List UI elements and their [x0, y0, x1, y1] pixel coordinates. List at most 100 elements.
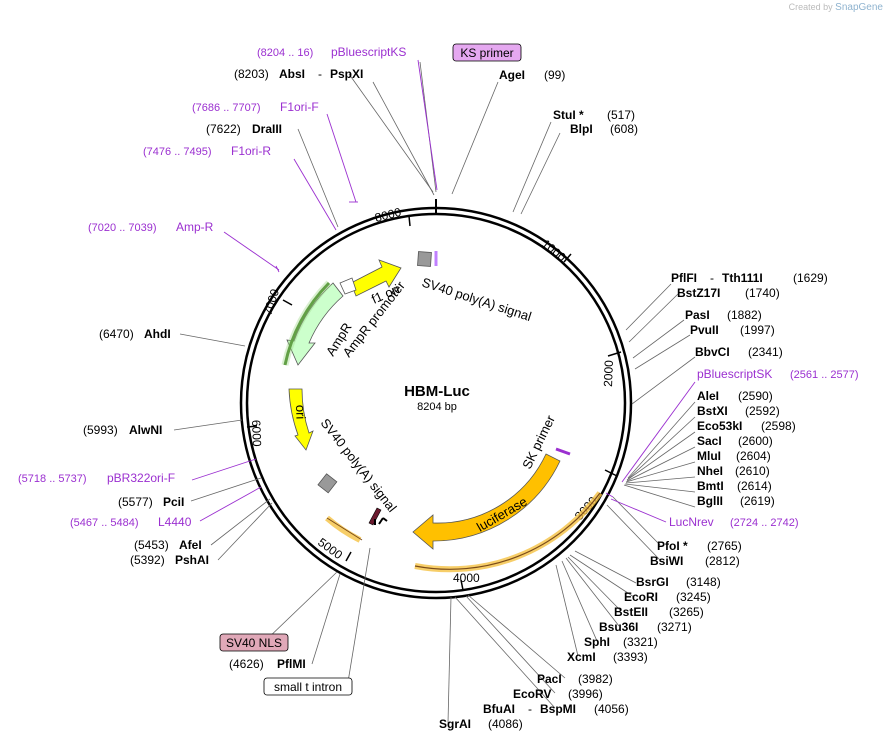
site-AleI-pos: (2590) — [738, 389, 773, 403]
luciferase-arrow — [412, 453, 561, 550]
site-PvuII: PvuII — [690, 323, 719, 337]
primer-pBluescriptKS: pBluescriptKS — [331, 45, 406, 59]
site-BsiWI: BsiWI — [650, 554, 683, 568]
backbone — [239, 199, 633, 600]
site-EcoRI-pos: (3245) — [676, 590, 711, 604]
pflmi-mark — [374, 517, 388, 525]
primer-leader-lines — [191, 59, 696, 523]
site-BstZ17I: BstZ17I — [677, 286, 720, 300]
site-EcoRI: EcoRI — [624, 590, 658, 604]
sv40-nls-outer-line — [326, 517, 363, 541]
leader-lines — [173, 61, 696, 724]
primer-L4440: L4440 — [158, 515, 192, 529]
primer-labels: (8204 .. 16) pBluescriptKS (7686 .. 7707… — [18, 45, 859, 529]
f1-ori-arrow — [350, 259, 402, 297]
site-PasI-pos: (1882) — [727, 308, 762, 322]
label-ori: ori — [293, 405, 308, 420]
ori-arrow — [288, 388, 314, 451]
site-PshAI: PshAI — [175, 553, 209, 567]
label-sv40-polya-2: SV40 poly(A) signal — [318, 416, 400, 515]
sv40-nls-label: SV40 NLS — [226, 636, 282, 650]
site-AhdI-pos: (6470) — [99, 327, 134, 341]
site-Eco53kI: Eco53kI — [697, 419, 742, 433]
tick-label-2000: 2000 — [601, 360, 616, 387]
site-XcmI-pos: (3393) — [613, 650, 648, 664]
primer-pBluescriptKS-range: (8204 .. 16) — [257, 47, 313, 59]
site-PciI: PciI — [163, 495, 184, 509]
site-MluI: MluI — [697, 449, 721, 463]
site-BsrGI: BsrGI — [636, 575, 669, 589]
site-XcmI: XcmI — [567, 650, 596, 664]
site-StuI-pos: (517) — [607, 108, 635, 122]
tick-label-6000: 6000 — [249, 420, 264, 447]
site-PshAI-pos: (5392) — [130, 553, 165, 567]
site-BsiWI-pos: (2812) — [705, 554, 740, 568]
site-PflMI-pos: (4626) — [229, 657, 264, 671]
site-PspXI: PspXI — [330, 67, 363, 81]
site-BfuAI-pos: (4056) — [594, 702, 629, 716]
site-MluI-pos: (2604) — [736, 449, 771, 463]
site-AgeI-pos: (99) — [544, 68, 565, 82]
site-BlpI-pos: (608) — [610, 122, 638, 136]
small-t-intron-box — [263, 677, 353, 696]
plasmid-size: 8204 bp — [417, 401, 457, 413]
site-SphI-pos: (3321) — [623, 635, 658, 649]
primer-pBR322ori-F-range: (5718 .. 5737) — [18, 473, 87, 485]
site-BsrGI-pos: (3148) — [686, 575, 721, 589]
primer-LucNrev-range: (2724 .. 2742) — [730, 517, 799, 529]
site-PasI: PasI — [685, 308, 710, 322]
site-BspMI: BspMI — [540, 702, 576, 716]
site-BstEII-pos: (3265) — [669, 605, 704, 619]
small-t-intron-mark — [368, 507, 382, 526]
site-AfeI-pos: (5453) — [134, 538, 169, 552]
sv40-polya-box-2 — [317, 473, 338, 494]
site-PvuII-pos: (1997) — [740, 323, 775, 337]
primer-L4440-range: (5467 .. 5484) — [70, 517, 139, 529]
site-PacI: PacI — [537, 672, 562, 686]
site-NheI: NheI — [697, 464, 723, 478]
site-AgeI: AgeI — [499, 68, 525, 82]
site-PflFI: PflFI — [671, 271, 697, 285]
boxed-labels: KS primer SV40 NLS small t intron — [219, 43, 522, 696]
primer-pBluescriptSK-range: (2561 .. 2577) — [790, 369, 859, 381]
ampr-arrow — [286, 282, 344, 366]
tick-label-7000: 7000 — [261, 287, 283, 317]
site-BfuAI: BfuAI — [483, 702, 515, 716]
site-BstEII: BstEII — [614, 605, 648, 619]
site-BglII-pos: (2619) — [740, 494, 775, 508]
site-StuI: StuI * — [553, 108, 584, 122]
site-dash-2: - — [528, 702, 532, 716]
site-AlwNI: AlwNI — [129, 423, 162, 437]
site-EcoRV-pos: (3996) — [568, 687, 603, 701]
tick-marks — [246, 215, 622, 591]
features — [281, 251, 571, 550]
site-BstZ17I-pos: (1740) — [745, 286, 780, 300]
primer-Amp-R-range: (7020 .. 7039) — [88, 222, 157, 234]
primer-LucNrev: LucNrev — [669, 515, 714, 529]
site-BstXI: BstXI — [697, 404, 728, 418]
site-labels: AgeI (99) StuI * (517) BlpI (608) PflFI … — [83, 67, 828, 731]
primer-pBluescriptSK: pBluescriptSK — [697, 367, 772, 381]
site-Bsu36I: Bsu36I — [599, 620, 638, 634]
site-BstXI-pos: (2592) — [745, 404, 780, 418]
primer-Amp-R: Amp-R — [176, 220, 214, 234]
primer-F1ori-F-range: (7686 .. 7707) — [192, 102, 261, 114]
site-PciI-pos: (5577) — [118, 495, 153, 509]
ks-primer-box — [452, 43, 522, 62]
ks-primer-label: KS primer — [460, 46, 513, 60]
site-AleI: AleI — [697, 389, 719, 403]
site-DraIII: DraIII — [252, 122, 282, 136]
site-BmtI: BmtI — [697, 479, 724, 493]
snapgene-credit: Created by SnapGene — [788, 2, 883, 13]
tick-label-8000: 8000 — [373, 205, 403, 225]
sv40-polya-box-1 — [417, 251, 432, 267]
site-SacI-pos: (2600) — [738, 434, 773, 448]
site-DraIII-pos: (7622) — [206, 122, 241, 136]
label-sv40-polya-1: SV40 poly(A) signal — [420, 275, 533, 325]
site-BglII: BglII — [697, 494, 723, 508]
ampr-outer-arc — [283, 281, 331, 366]
site-PfoI-pos: (2765) — [707, 539, 742, 553]
site-BlpI: BlpI — [570, 122, 593, 136]
plasmid-name: HBM-Luc — [404, 383, 470, 400]
site-EcoRV: EcoRV — [513, 687, 551, 701]
